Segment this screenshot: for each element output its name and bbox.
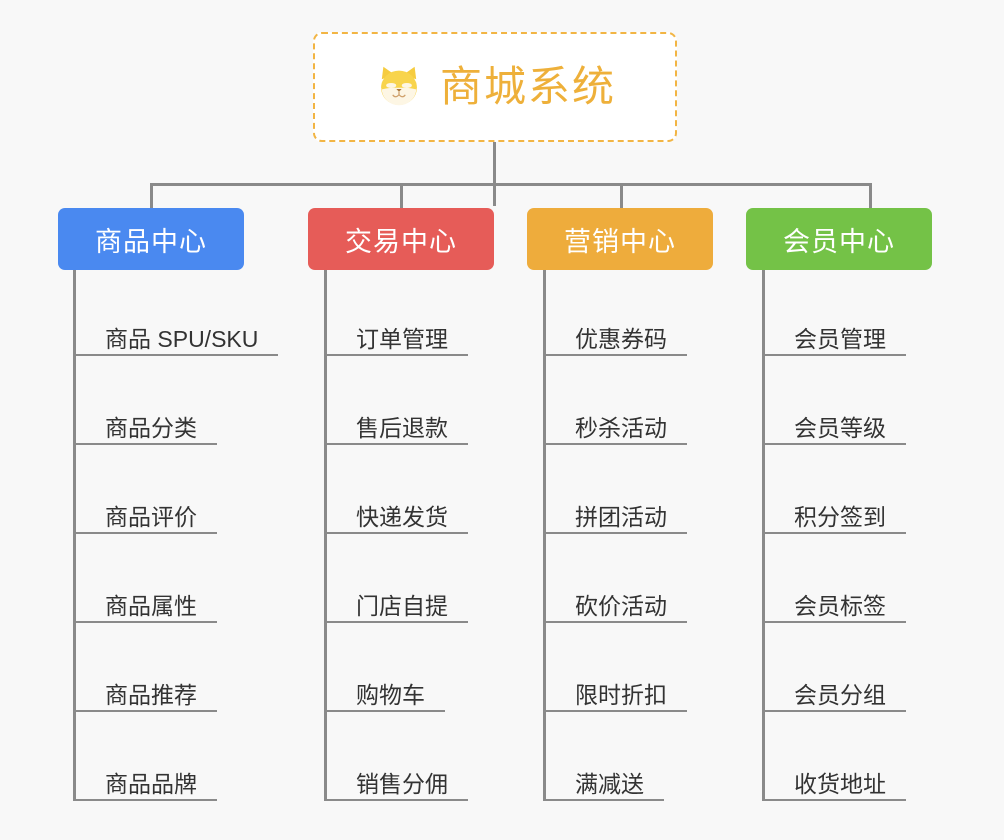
leaf-item[interactable]: 收货地址	[762, 773, 906, 801]
category-label-1: 商品中心	[95, 226, 207, 257]
leaf-label: 销售分佣	[356, 771, 448, 797]
shiba-dog-face-icon	[374, 62, 424, 112]
leaf-label: 购物车	[356, 682, 425, 708]
leaf-item[interactable]: 商品品牌	[73, 773, 217, 801]
leaf-item[interactable]: 订单管理	[324, 328, 468, 356]
leaf-label: 收货地址	[794, 771, 886, 797]
leaf-label: 订单管理	[356, 326, 448, 352]
leaf-item[interactable]: 砍价活动	[543, 595, 687, 623]
leaf-label: 商品推荐	[105, 682, 197, 708]
leaf-item[interactable]: 商品分类	[73, 417, 217, 445]
category-box-3[interactable]: 营销中心	[527, 208, 713, 270]
leaf-label: 会员标签	[794, 593, 886, 619]
leaf-label: 满减送	[575, 771, 644, 797]
leaf-item[interactable]: 商品评价	[73, 506, 217, 534]
leaf-label: 会员等级	[794, 415, 886, 441]
leaf-label: 拼团活动	[575, 504, 667, 530]
leaf-item[interactable]: 商品推荐	[73, 684, 217, 712]
leaf-label: 商品品牌	[105, 771, 197, 797]
leaf-item[interactable]: 购物车	[324, 684, 445, 712]
connector-drop-2	[400, 183, 403, 210]
category-box-1[interactable]: 商品中心	[58, 208, 244, 270]
branch-spine-3	[543, 270, 546, 801]
leaf-item[interactable]: 商品 SPU/SKU	[73, 328, 279, 356]
connector-horizontal-bus	[150, 183, 872, 186]
category-label-2: 交易中心	[345, 226, 457, 257]
leaf-item[interactable]: 满减送	[543, 773, 664, 801]
leaf-label: 快递发货	[356, 504, 448, 530]
leaf-label: 商品分类	[105, 415, 197, 441]
leaf-item[interactable]: 售后退款	[324, 417, 468, 445]
leaf-label: 会员管理	[794, 326, 886, 352]
category-box-4[interactable]: 会员中心	[746, 208, 932, 270]
leaf-item[interactable]: 优惠券码	[543, 328, 687, 356]
leaf-item[interactable]: 快递发货	[324, 506, 468, 534]
leaf-item[interactable]: 拼团活动	[543, 506, 687, 534]
leaf-item[interactable]: 积分签到	[762, 506, 906, 534]
leaf-label: 商品属性	[105, 593, 197, 619]
category-box-2[interactable]: 交易中心	[308, 208, 494, 270]
leaf-item[interactable]: 门店自提	[324, 595, 468, 623]
leaf-item[interactable]: 会员管理	[762, 328, 906, 356]
connector-drop-1	[150, 183, 153, 210]
leaf-label: 优惠券码	[575, 326, 667, 352]
leaf-item[interactable]: 销售分佣	[324, 773, 468, 801]
branch-spine-2	[324, 270, 327, 801]
category-label-3: 营销中心	[564, 226, 676, 257]
leaf-item[interactable]: 商品属性	[73, 595, 217, 623]
leaf-item[interactable]: 会员等级	[762, 417, 906, 445]
leaf-label: 门店自提	[356, 593, 448, 619]
leaf-item[interactable]: 限时折扣	[543, 684, 687, 712]
branch-spine-1	[73, 270, 76, 801]
root-node[interactable]: 商城系统	[313, 32, 677, 142]
leaf-label: 秒杀活动	[575, 415, 667, 441]
leaf-label: 售后退款	[356, 415, 448, 441]
leaf-label: 商品评价	[105, 504, 197, 530]
connector-root-stem	[493, 142, 496, 206]
root-title: 商城系统	[439, 63, 616, 110]
leaf-label: 积分签到	[794, 504, 886, 530]
leaf-item[interactable]: 会员分组	[762, 684, 906, 712]
category-label-4: 会员中心	[783, 226, 895, 257]
leaf-item[interactable]: 会员标签	[762, 595, 906, 623]
leaf-label: 限时折扣	[575, 682, 667, 708]
leaf-label: 商品 SPU/SKU	[105, 326, 259, 352]
connector-drop-4	[869, 183, 872, 210]
leaf-label: 会员分组	[794, 682, 886, 708]
branch-spine-4	[762, 270, 765, 801]
leaf-label: 砍价活动	[575, 593, 667, 619]
connector-drop-3	[620, 183, 623, 210]
leaf-item[interactable]: 秒杀活动	[543, 417, 687, 445]
